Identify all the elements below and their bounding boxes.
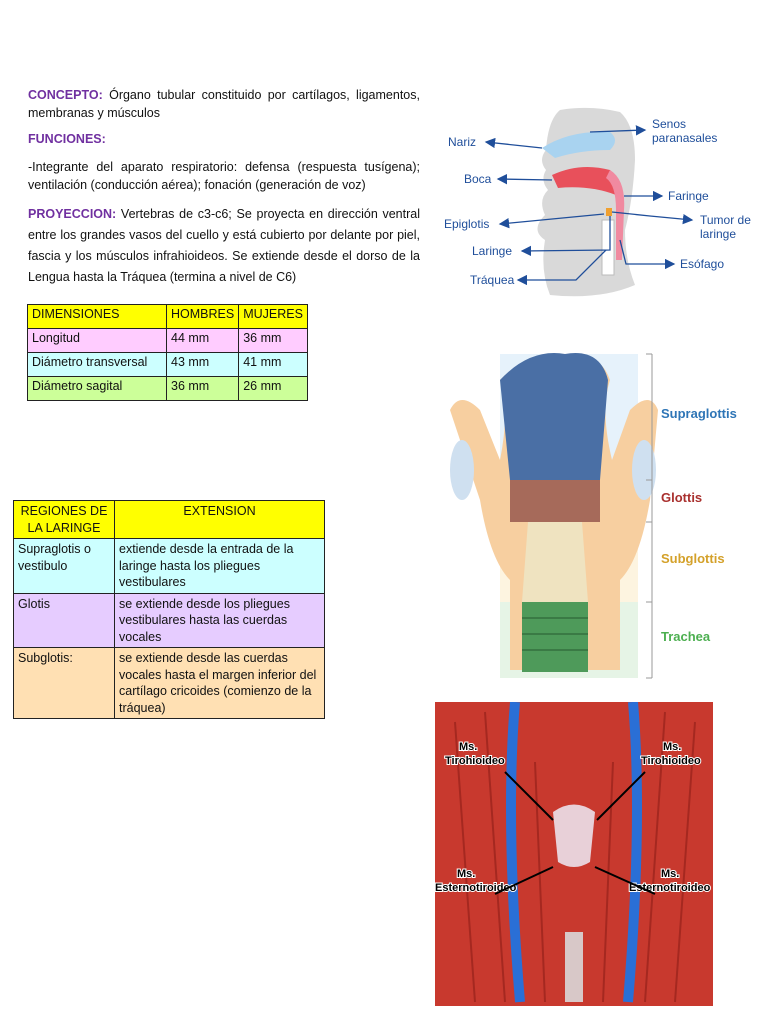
pharynx: [606, 170, 625, 260]
label-nariz: Nariz: [448, 135, 476, 149]
nasal-cavity: [542, 131, 615, 158]
thyroid-cartilage: [553, 804, 595, 867]
label-paranasales: paranasales: [652, 131, 717, 145]
neck-muscles-figure: Ms. Tirohioideo Ms. Tirohioideo Ms. Este…: [435, 702, 713, 1006]
label-tirohioideo-left: Tirohioideo: [445, 755, 505, 767]
extension-header: EXTENSION: [114, 500, 325, 539]
label-traquea: Tráquea: [470, 273, 515, 287]
label-ms-right: Ms.: [663, 741, 681, 753]
region-name: Subglotis:: [13, 647, 115, 719]
regions-header-row: REGIONES DE LA LARINGE EXTENSION: [13, 500, 325, 539]
label-subglottis: Subglottis: [661, 551, 725, 566]
table-row: Subglotis: se extiende desde las cuerdas…: [13, 647, 325, 719]
table-row: Diámetro sagital 36 mm 26 mm: [27, 376, 308, 401]
label-ms-left: Ms.: [459, 741, 477, 753]
label-laringe: Laringe: [472, 244, 512, 258]
subglottis-lumen: [522, 522, 588, 602]
region-extension: se extiende desde los pliegues vestibula…: [114, 592, 325, 648]
concepto-paragraph: CONCEPTO: Órgano tubular constituido por…: [28, 86, 420, 122]
epiglottis-shape: [500, 353, 608, 480]
dimensions-table: DIMENSIONES HOMBRES MUJERES Longitud 44 …: [27, 304, 308, 401]
glottis-shape: [510, 480, 600, 522]
oral-cavity: [552, 166, 618, 195]
proyeccion-text: Vertebras de c3-c6; Se proyecta en direc…: [28, 207, 420, 284]
table-row: Supraglotis o vestibulo extiende desde l…: [13, 538, 325, 594]
hombres-value: 44 mm: [165, 328, 240, 353]
region-name: Supraglotis o vestibulo: [13, 538, 115, 594]
hombres-value: 43 mm: [165, 352, 240, 377]
cartilage-right: [632, 440, 656, 500]
region-name: Glotis: [13, 592, 115, 648]
label-esofago: Esófago: [680, 257, 724, 271]
cartilage-left: [450, 440, 474, 500]
mujeres-value: 26 mm: [238, 376, 308, 401]
vein-right: [623, 702, 642, 1003]
region-extension: extiende desde la entrada de la laringe …: [114, 538, 325, 594]
region-extension: se extiende desde las cuerdas vocales ha…: [114, 647, 325, 719]
label-tumor-1: Tumor de: [700, 213, 751, 227]
label-ms-left-2: Ms.: [457, 868, 475, 880]
tumor-mark: [606, 208, 612, 216]
hombres-value: 36 mm: [165, 376, 240, 401]
label-faringe: Faringe: [668, 189, 709, 203]
funciones-label: FUNCIONES:: [28, 132, 106, 146]
label-epiglotis: Epiglotis: [444, 217, 489, 231]
label-esternotiroideo-left: Esternotiroideo: [435, 882, 517, 894]
proyeccion-paragraph: PROYECCION: Vertebras de c3-c6; Se proye…: [28, 204, 420, 288]
row-label: Diámetro sagital: [27, 376, 167, 401]
funciones-heading: FUNCIONES:: [28, 130, 420, 148]
larynx-regions-figure: Supraglottis Glottis Subglottis Trachea: [450, 353, 737, 679]
funciones-text: -Integrante del aparato respiratorio: de…: [28, 160, 420, 192]
concepto-text: Órgano tubular constituido por cartílago…: [28, 88, 420, 120]
trachea-rings: [565, 932, 583, 1002]
concepto-label: CONCEPTO:: [28, 88, 103, 102]
proyeccion-label: PROYECCION:: [28, 207, 117, 221]
label-senos: Senos: [652, 117, 686, 131]
trachea-shape: [601, 219, 615, 276]
row-label: Diámetro transversal: [27, 352, 167, 377]
mujeres-value: 41 mm: [238, 352, 308, 377]
label-glottis: Glottis: [661, 490, 702, 505]
label-trachea: Trachea: [661, 629, 711, 644]
mujeres-value: 36 mm: [238, 328, 308, 353]
vein-left: [506, 702, 525, 1003]
regions-table: REGIONES DE LA LARINGE EXTENSION Supragl…: [13, 500, 325, 719]
label-tirohioideo-right: Tirohioideo: [641, 755, 701, 767]
row-label: Longitud: [27, 328, 167, 353]
dimensions-header-row: DIMENSIONES HOMBRES MUJERES: [27, 304, 308, 329]
head-anatomy-figure: Senos paranasales Nariz Boca Faringe Epi…: [444, 107, 751, 297]
label-ms-right-2: Ms.: [661, 868, 679, 880]
table-row: Diámetro transversal 43 mm 41 mm: [27, 352, 308, 377]
label-tumor-2: laringe: [700, 227, 736, 241]
table-row: Glotis se extiende desde los pliegues ve…: [13, 592, 325, 648]
dimensions-header: DIMENSIONES: [27, 304, 167, 329]
hombres-header: HOMBRES: [165, 304, 240, 329]
trachea-lumen: [522, 602, 588, 672]
label-supraglottis: Supraglottis: [661, 406, 737, 421]
regiones-header: REGIONES DE LA LARINGE: [13, 500, 115, 539]
label-boca: Boca: [464, 172, 492, 186]
mujeres-header: MUJERES: [238, 304, 308, 329]
table-row: Longitud 44 mm 36 mm: [27, 328, 308, 353]
